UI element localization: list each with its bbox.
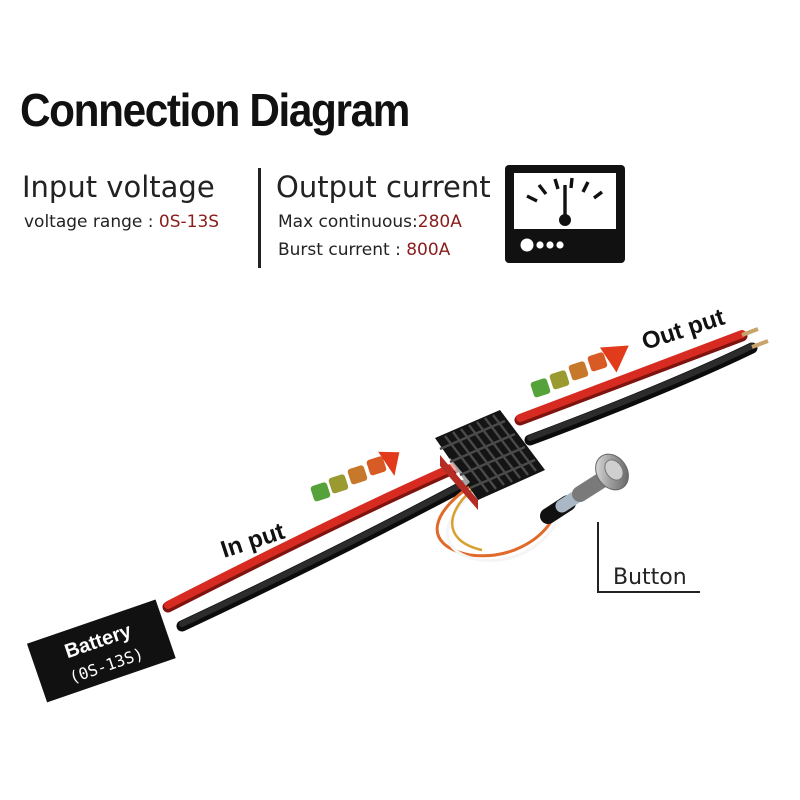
push-button-icon <box>540 453 629 524</box>
burst-current-value: 800A <box>406 240 451 260</box>
input-voltage-heading: Input voltage <box>22 170 215 204</box>
output-flow-arrow <box>530 345 629 398</box>
spec-divider <box>258 168 261 268</box>
max-continuous-value: 280A <box>417 212 462 232</box>
voltage-range-line: voltage range : 0S-13S <box>24 212 219 232</box>
burst-current-label: Burst current : <box>278 240 407 260</box>
button-callout-line <box>597 522 700 593</box>
ammeter-icon <box>505 165 625 263</box>
battery-tag: Battery (0S-13S) <box>26 599 176 703</box>
voltage-range-label: voltage range : <box>24 212 159 232</box>
burst-current-line: Burst current : 800A <box>278 240 450 260</box>
voltage-range-value: 0S-13S <box>158 212 220 232</box>
heatsink-controller <box>435 410 545 510</box>
page-title: Connection Diagram <box>20 84 410 136</box>
max-continuous-line: Max continuous:280A <box>278 212 462 232</box>
button-label: Button <box>613 565 687 590</box>
input-flow-arrow <box>310 451 400 502</box>
output-wires <box>514 327 769 446</box>
output-current-heading: Output current <box>276 170 491 204</box>
input-wires <box>162 462 471 632</box>
max-continuous-label: Max continuous: <box>278 212 418 232</box>
